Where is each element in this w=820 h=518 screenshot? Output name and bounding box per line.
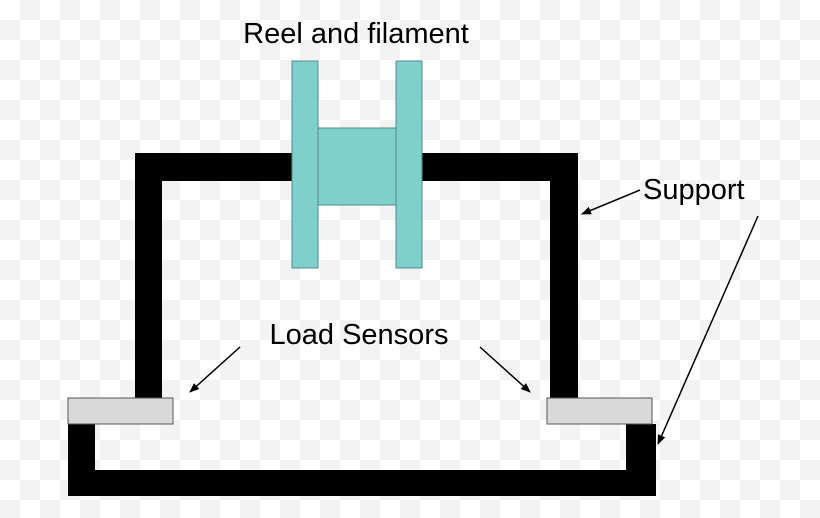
base-bottom-bar [68, 470, 656, 496]
reel-left-flange [291, 60, 319, 269]
arrow-support-base [657, 215, 759, 445]
load-sensors-label: Load Sensors [270, 319, 449, 351]
arrows [189, 189, 759, 445]
load-sensor-right [546, 397, 653, 425]
support-left-leg [135, 153, 162, 398]
support-label: Support [643, 174, 745, 206]
support-right-leg [550, 153, 578, 398]
arrow-load-sensor-right [479, 346, 531, 393]
base-platform [68, 424, 656, 496]
reel-spool [291, 60, 423, 269]
load-sensor-left [67, 397, 174, 425]
load-sensors [67, 397, 653, 425]
arrow-load-sensor-left [189, 346, 241, 393]
reel-right-flange [395, 60, 423, 269]
reel-hub [317, 127, 397, 206]
reel-label: Reel and filament [243, 18, 469, 50]
base-right-post [626, 424, 656, 496]
arrow-support-frame [581, 189, 641, 215]
